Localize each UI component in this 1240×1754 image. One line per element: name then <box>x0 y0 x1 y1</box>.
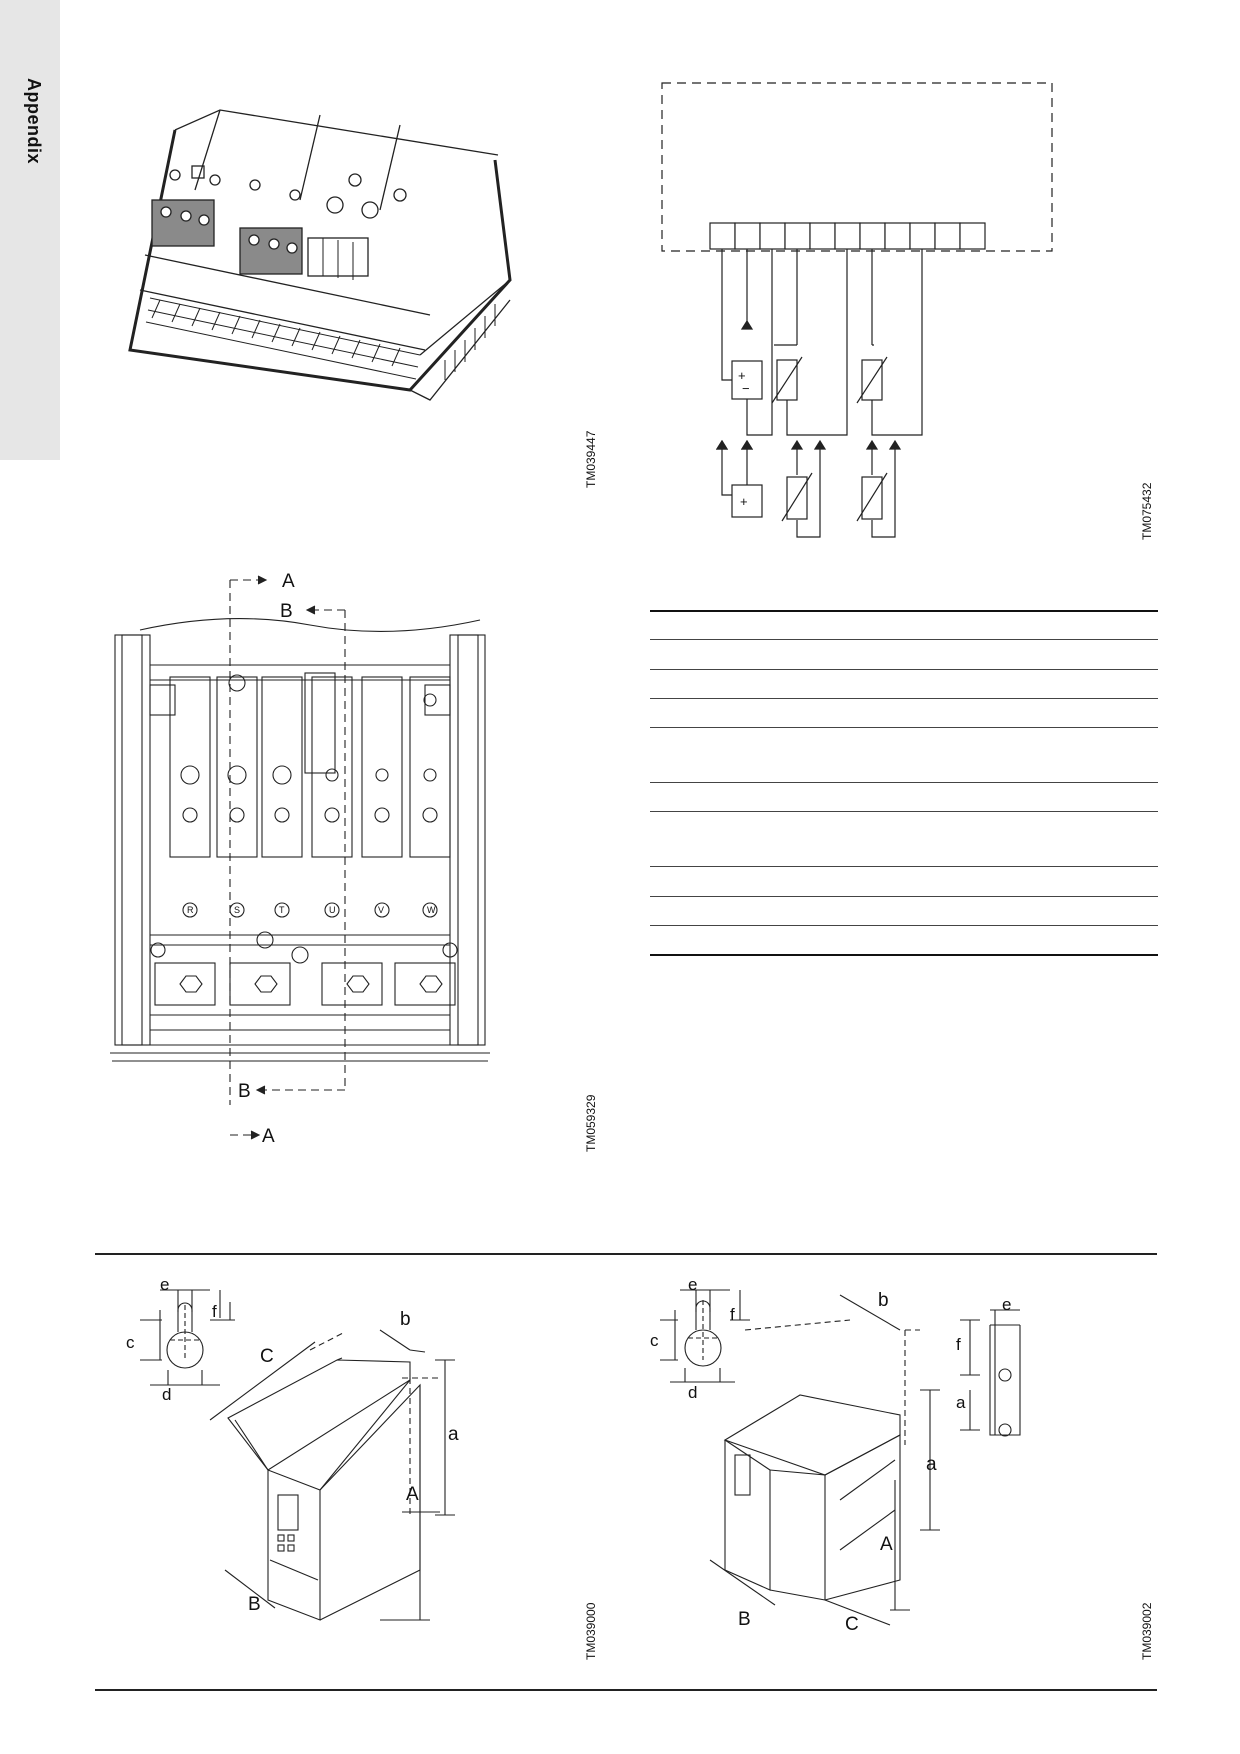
svg-text:e: e <box>688 1275 697 1294</box>
svg-text:c: c <box>650 1331 659 1350</box>
svg-text:d: d <box>688 1383 697 1402</box>
footer-divider <box>95 1689 1157 1691</box>
dimension-drawing-large: c d e f B C A a b e f a <box>650 1275 1070 1640</box>
svg-text:a: a <box>926 1454 937 1475</box>
svg-text:a: a <box>448 1424 459 1445</box>
svg-text:B: B <box>738 1609 751 1630</box>
figure-code: TM059329 <box>584 1094 598 1152</box>
busbar-section-drawing: A B R S T U V W <box>110 565 490 1155</box>
terminal-block-illustration <box>100 100 530 450</box>
table-row <box>650 811 1158 867</box>
svg-text:V: V <box>378 905 384 915</box>
svg-text:S: S <box>234 905 240 915</box>
svg-text:A: A <box>406 1484 419 1505</box>
figure-code: TM039447 <box>584 430 598 488</box>
svg-text:a: a <box>956 1393 966 1412</box>
svg-text:R: R <box>187 905 194 915</box>
svg-text:f: f <box>956 1335 961 1354</box>
side-tab: Appendix <box>0 0 60 460</box>
table-row <box>650 896 1158 926</box>
svg-text:d: d <box>162 1385 171 1404</box>
figure-code: TM075432 <box>1140 482 1154 540</box>
table-row <box>650 639 1158 670</box>
side-tab-label: Appendix <box>24 78 44 165</box>
svg-text:B: B <box>238 1081 251 1102</box>
svg-text:C: C <box>845 1614 859 1635</box>
data-table <box>650 610 1158 956</box>
figure-code: TM039002 <box>1140 1602 1154 1660</box>
svg-text:B: B <box>280 601 293 622</box>
svg-text:A: A <box>880 1534 893 1555</box>
table-row <box>650 610 1158 640</box>
svg-text:e: e <box>160 1275 169 1294</box>
svg-text:−: − <box>742 381 750 396</box>
section-divider <box>95 1253 1157 1255</box>
table-row <box>650 727 1158 783</box>
svg-text:T: T <box>279 905 285 915</box>
svg-text:e: e <box>1002 1295 1011 1314</box>
svg-text:B: B <box>248 1594 261 1615</box>
svg-text:W: W <box>427 905 436 915</box>
table-row <box>650 782 1158 812</box>
svg-text:+: + <box>738 368 746 383</box>
table-row <box>650 669 1158 699</box>
table-row <box>650 925 1158 956</box>
svg-text:b: b <box>400 1309 411 1330</box>
figure-code: TM039000 <box>584 1602 598 1660</box>
svg-text:c: c <box>126 1333 135 1352</box>
svg-text:f: f <box>212 1302 217 1321</box>
dimension-drawing-small: c d e f C b a A B <box>110 1275 530 1640</box>
svg-text:f: f <box>730 1305 735 1324</box>
svg-text:U: U <box>329 905 336 915</box>
svg-text:C: C <box>260 1346 274 1367</box>
table-row <box>650 698 1158 728</box>
svg-text:A: A <box>262 1126 275 1147</box>
svg-text:b: b <box>878 1290 889 1311</box>
svg-text:A: A <box>282 571 295 592</box>
svg-text:+: + <box>740 494 748 509</box>
wiring-diagram: + − + <box>650 75 1060 555</box>
table-row <box>650 866 1158 897</box>
